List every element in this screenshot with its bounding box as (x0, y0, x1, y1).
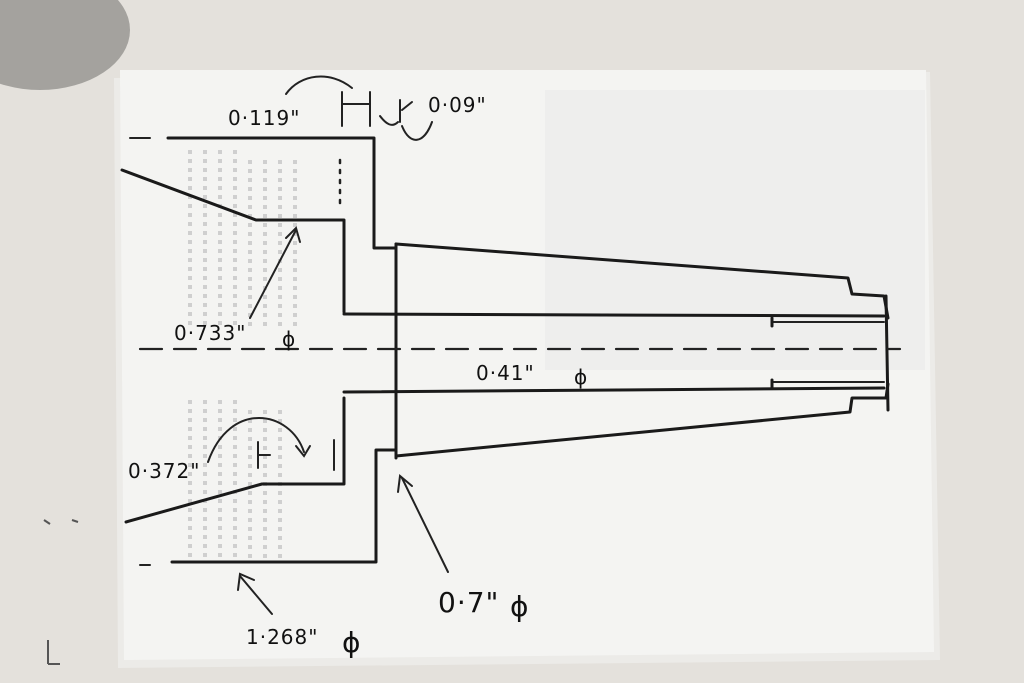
dim-0119-label: 0·119" (228, 106, 300, 130)
desk-marks (43, 519, 79, 665)
dim-0733-label: 0·733" (174, 321, 246, 345)
dim-0372-label: 0·372" (128, 459, 200, 483)
dim-041-label: 0·41" (476, 361, 535, 385)
part-outline (120, 136, 890, 564)
dim-1268-label: 1·268" (246, 625, 318, 649)
dim-07-label: 0·7" (438, 586, 499, 619)
diameter-symbol-07: ϕ (510, 590, 529, 623)
diameter-symbol-1268: ϕ (342, 626, 361, 659)
bleed-through-text (188, 150, 297, 560)
diameter-symbol-0733: ϕ (282, 327, 296, 351)
diameter-symbol-041: ϕ (574, 365, 588, 389)
center-lines (129, 137, 902, 566)
dimension-marks (207, 75, 449, 615)
dim-009-label: 0·09" (428, 93, 487, 117)
